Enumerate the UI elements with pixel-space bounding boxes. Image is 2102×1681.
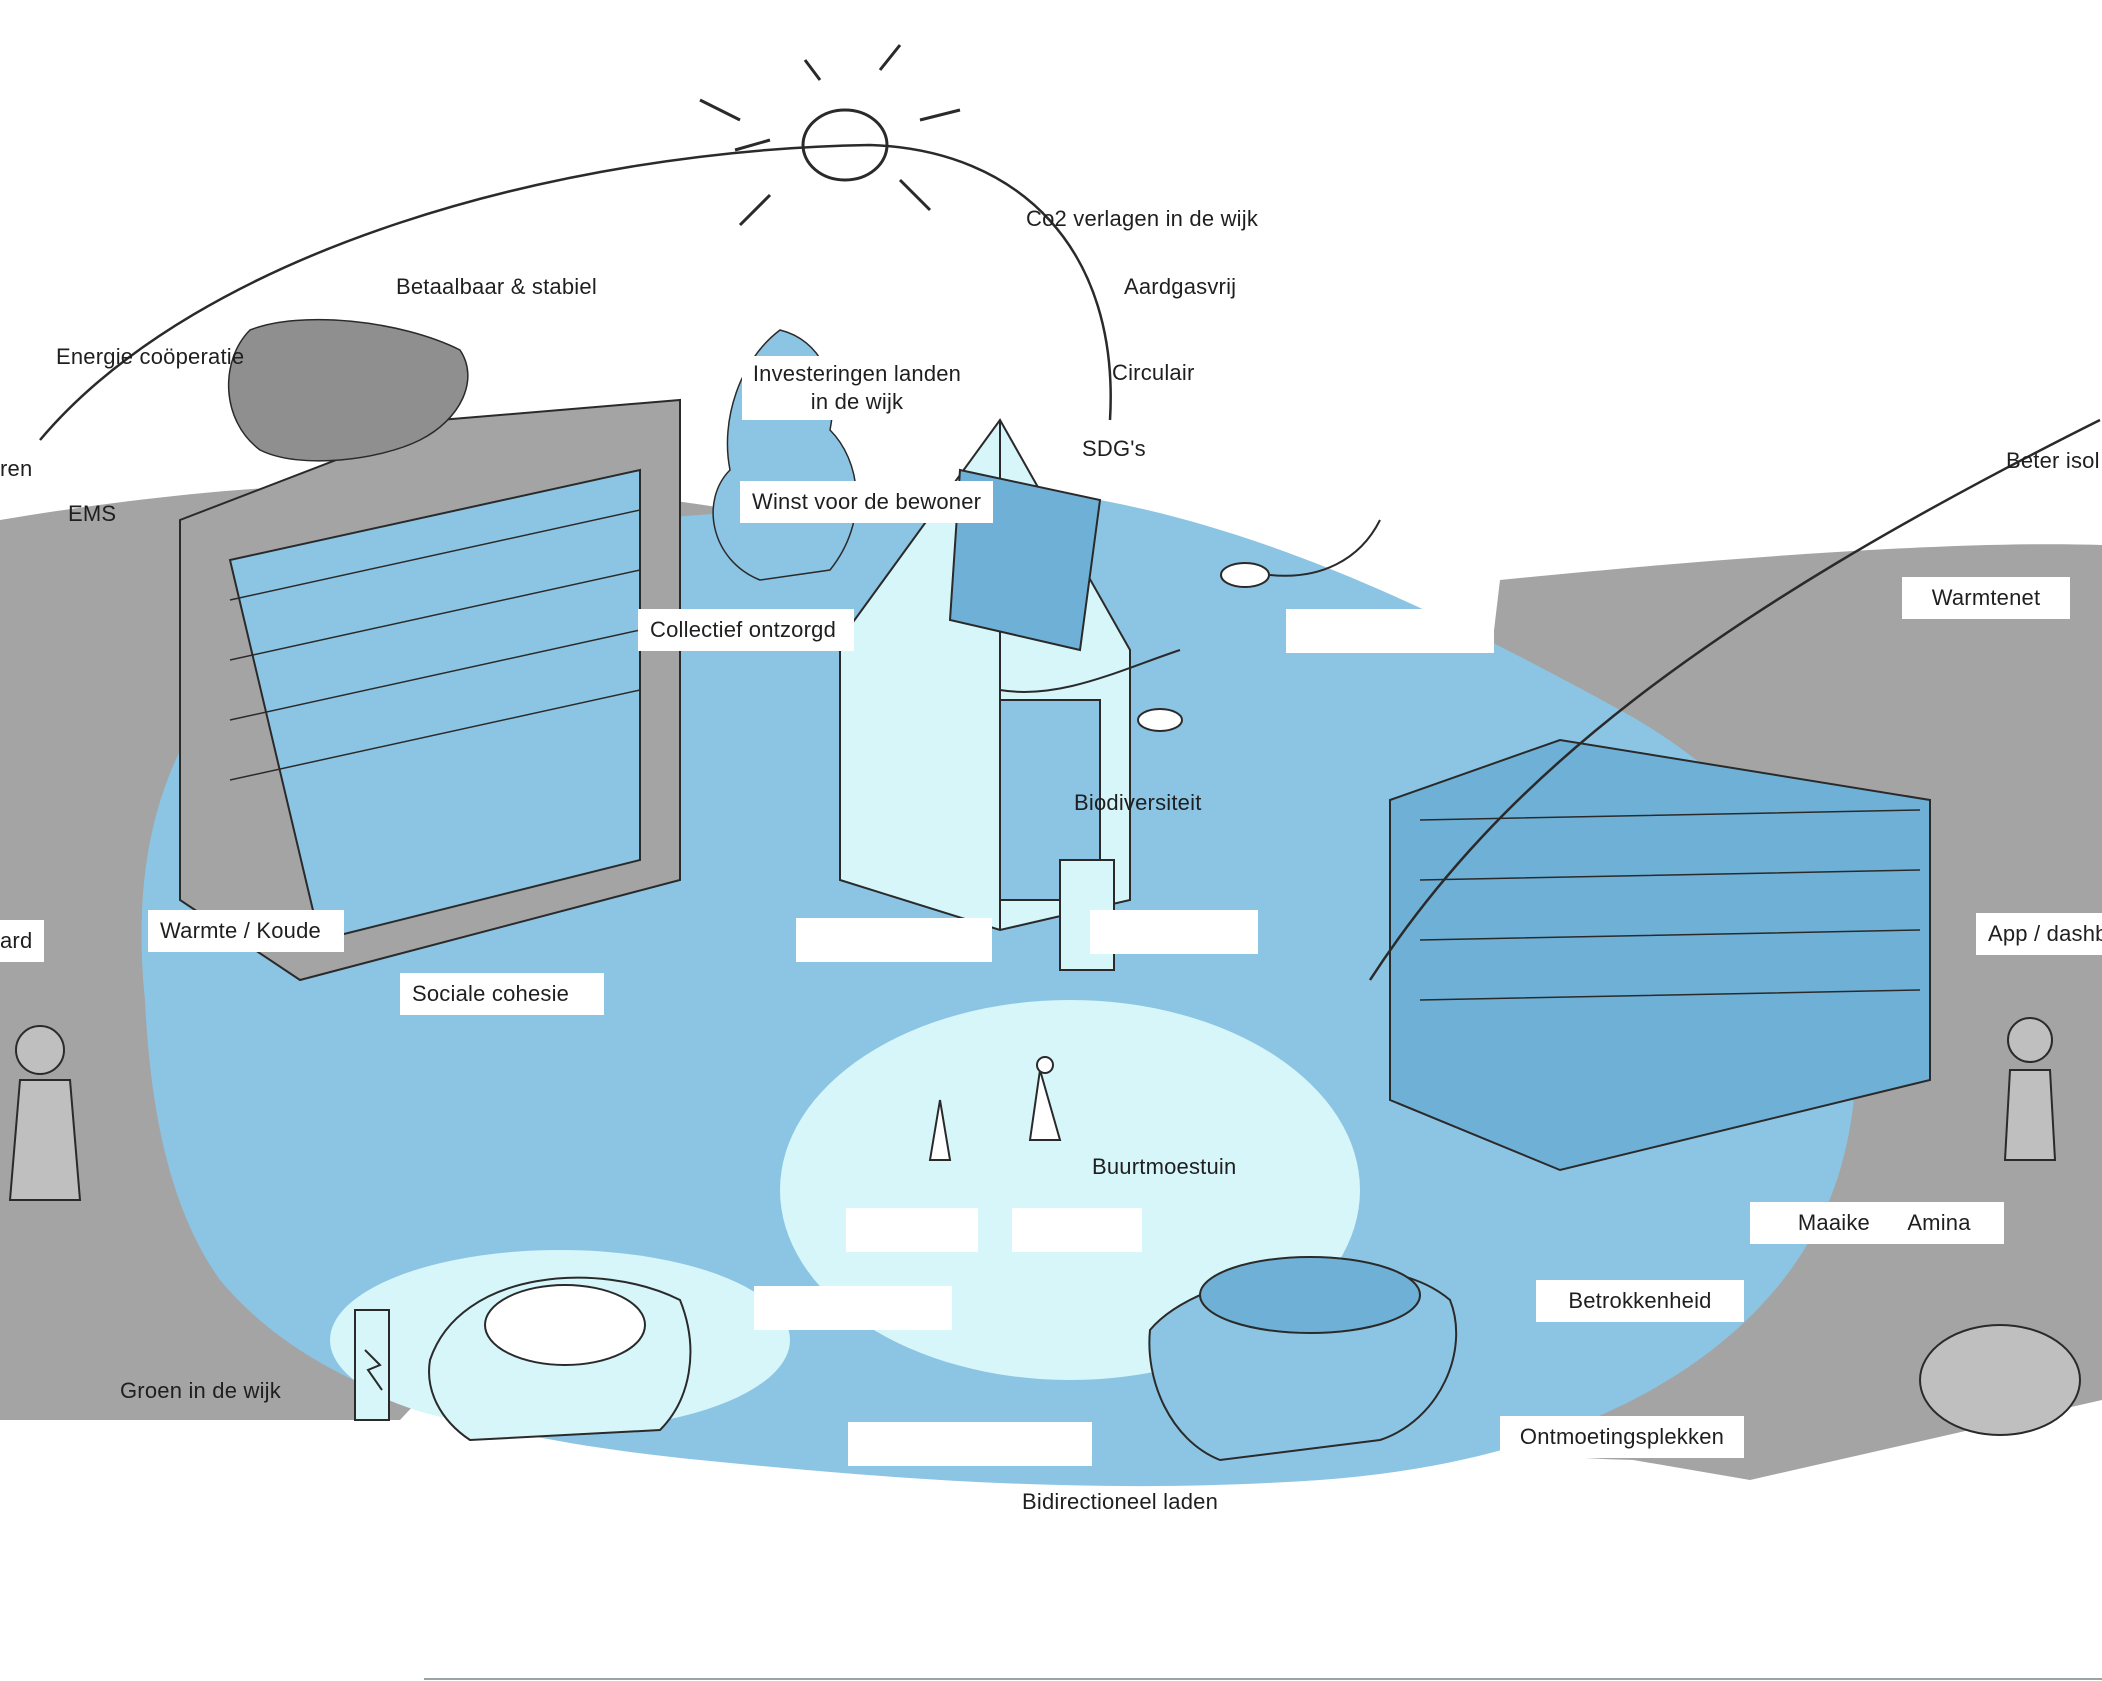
car-icon — [428, 1276, 692, 1442]
tree-left — [227, 318, 469, 462]
apartment-building — [179, 398, 681, 982]
blank-label-1 — [1286, 609, 1494, 653]
label-beter-isoleren: Beter isol — [2006, 448, 2100, 473]
blank-label-3 — [796, 918, 992, 962]
charging-station-icon — [354, 1309, 390, 1421]
blank-label-5 — [1012, 1208, 1142, 1252]
label-betaalbaar-stabiel: Betaalbaar & stabiel — [396, 274, 597, 299]
label-bidirectioneel: Bidirectioneel laden — [1022, 1489, 1219, 1514]
label-buurtmoestuin: Buurtmoestuin — [1092, 1154, 1237, 1179]
label-winst: Winst voor de bewoner — [740, 481, 994, 523]
label-warmtenet: Warmtenet — [1902, 577, 2070, 619]
blank-label-2 — [1090, 910, 1258, 954]
bee-icon — [999, 519, 1381, 732]
bottom-rule — [424, 1678, 2102, 1680]
sun-arc-right — [1368, 418, 2101, 981]
label-aardgasvrij: Aardgasvrij — [1124, 274, 1237, 299]
label-betrokkenheid: Betrokkenheid — [1536, 1280, 1744, 1322]
label-co2: Co2 verlagen in de wijk — [1026, 206, 1259, 231]
people-left — [8, 1025, 82, 1201]
sun-icon — [699, 44, 961, 227]
label-warmte-koude: Warmte / Koude — [148, 910, 344, 952]
label-ems: EMS — [68, 501, 117, 526]
label-energie-cooperatie: Energie coöperatie — [56, 344, 245, 369]
label-collectief: Collectief ontzorgd — [638, 609, 854, 651]
label-circulair: Circulair — [1112, 360, 1195, 385]
label-groen: Groen in de wijk — [120, 1378, 281, 1403]
label-maaike: Maaike — [1750, 1202, 1882, 1244]
sun-arc — [39, 143, 1112, 441]
label-app-dashboard: App / dashb — [1976, 913, 2102, 955]
row-houses-right — [1389, 738, 1931, 1172]
label-ontmoetingsplekken: Ontmoetingsplekken — [1500, 1416, 1744, 1458]
person-figures — [928, 1056, 1062, 1161]
label-sdgs: SDG's — [1082, 436, 1146, 461]
label-sociale-cohesie: Sociale cohesie — [400, 973, 604, 1015]
blank-label-7 — [848, 1422, 1092, 1466]
label-isoleren-left: ren — [0, 456, 33, 481]
blank-label-4 — [846, 1208, 978, 1252]
label-amina: Amina — [1874, 1202, 2004, 1244]
label-dashboard-left: ard — [0, 920, 44, 962]
people-right — [1919, 1017, 2081, 1436]
car-right — [1148, 1256, 1458, 1462]
blank-label-6 — [754, 1286, 952, 1330]
label-biodiversiteit: Biodiversiteit — [1074, 790, 1202, 815]
label-investeringen: Investeringen landen in de wijk — [742, 356, 972, 420]
